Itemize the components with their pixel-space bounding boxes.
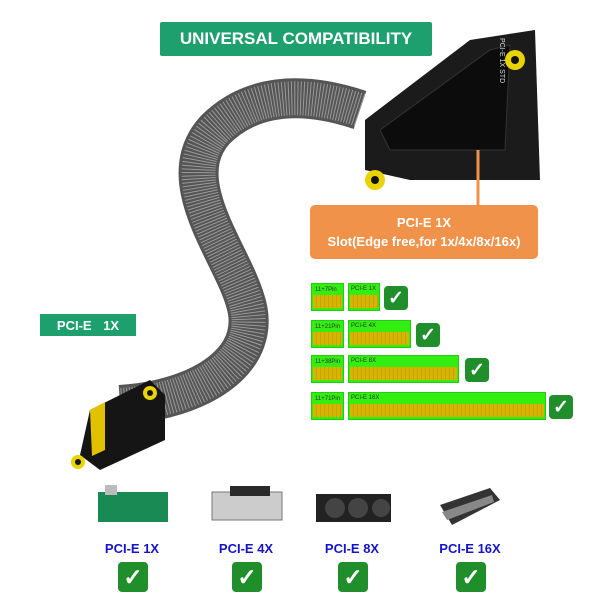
card-label-4x: PCI-E 4X: [218, 541, 274, 556]
slot-name: PCI-E 4X: [351, 323, 377, 329]
card-label-8x: PCI-E 8X: [324, 541, 380, 556]
slot-name: PCI-E 16X: [351, 395, 380, 401]
check-icon: ✓: [232, 562, 262, 592]
check-icon: ✓: [384, 286, 408, 310]
plug-label: PCI-E 1X: [40, 314, 136, 336]
card-label-16x: PCI-E 16X: [439, 541, 501, 556]
check-icon: ✓: [416, 323, 440, 347]
callout-subtitle: Slot(Edge free,for 1x/4x/8x/16x): [327, 234, 521, 249]
check-icon: ✓: [118, 562, 148, 592]
slot-8x: 11+38Pin PCI-E 8X: [311, 355, 459, 383]
riser-board-text: PCI-E 1X STD: [498, 38, 505, 84]
riser-board: [365, 30, 540, 205]
pin-count: 11+21Pin: [315, 324, 341, 330]
card-label-1x: PCI-E 1X: [104, 541, 160, 556]
check-icon: ✓: [465, 358, 489, 382]
slot-16x: 11+71Pin PCI-E 16X: [311, 392, 546, 420]
card-images: [98, 485, 500, 525]
check-icon: ✓: [456, 562, 486, 592]
slot-name: PCI-E 8X: [351, 358, 377, 364]
riser-callout: PCI-E 1X Slot(Edge free,for 1x/4x/8x/16x…: [310, 205, 538, 259]
pin-count: 11+7Pin: [315, 287, 337, 293]
callout-title: PCI-E 1X: [396, 215, 452, 230]
pcie-plug: [71, 380, 165, 470]
check-icon: ✓: [549, 395, 573, 419]
pin-count: 11+71Pin: [315, 396, 341, 402]
pin-count: 11+38Pin: [315, 359, 341, 365]
slot-name: PCI-E 1X: [351, 286, 377, 292]
title-banner: UNIVERSAL COMPATIBILITY: [160, 22, 432, 56]
slot-4x: 11+21Pin PCI-E 4X: [311, 320, 411, 348]
slot-1x: 11+7Pin PCI-E 1X: [311, 283, 380, 311]
check-icon: ✓: [338, 562, 368, 592]
